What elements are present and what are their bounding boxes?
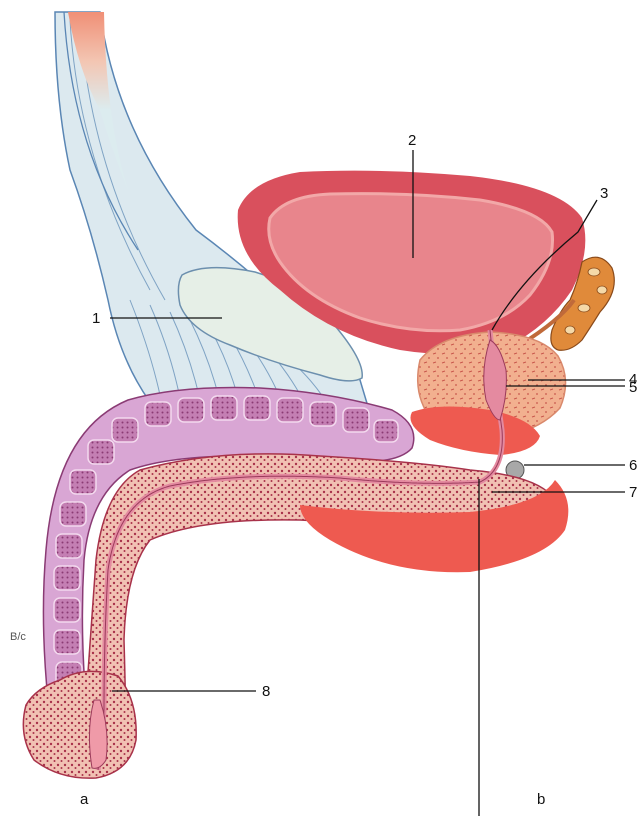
corpus-spongiosum <box>84 454 556 773</box>
label-8: 8 <box>262 683 270 700</box>
label-3: 3 <box>600 185 608 202</box>
label-b: b <box>537 791 545 808</box>
label-5: 5 <box>629 379 637 396</box>
label-a: a <box>80 791 89 808</box>
label-7: 7 <box>629 484 637 501</box>
label-1: 1 <box>92 310 100 327</box>
label-2: 2 <box>408 132 416 149</box>
glans <box>23 671 136 778</box>
artist-signature: B/c <box>10 631 26 643</box>
label-6: 6 <box>629 457 637 474</box>
